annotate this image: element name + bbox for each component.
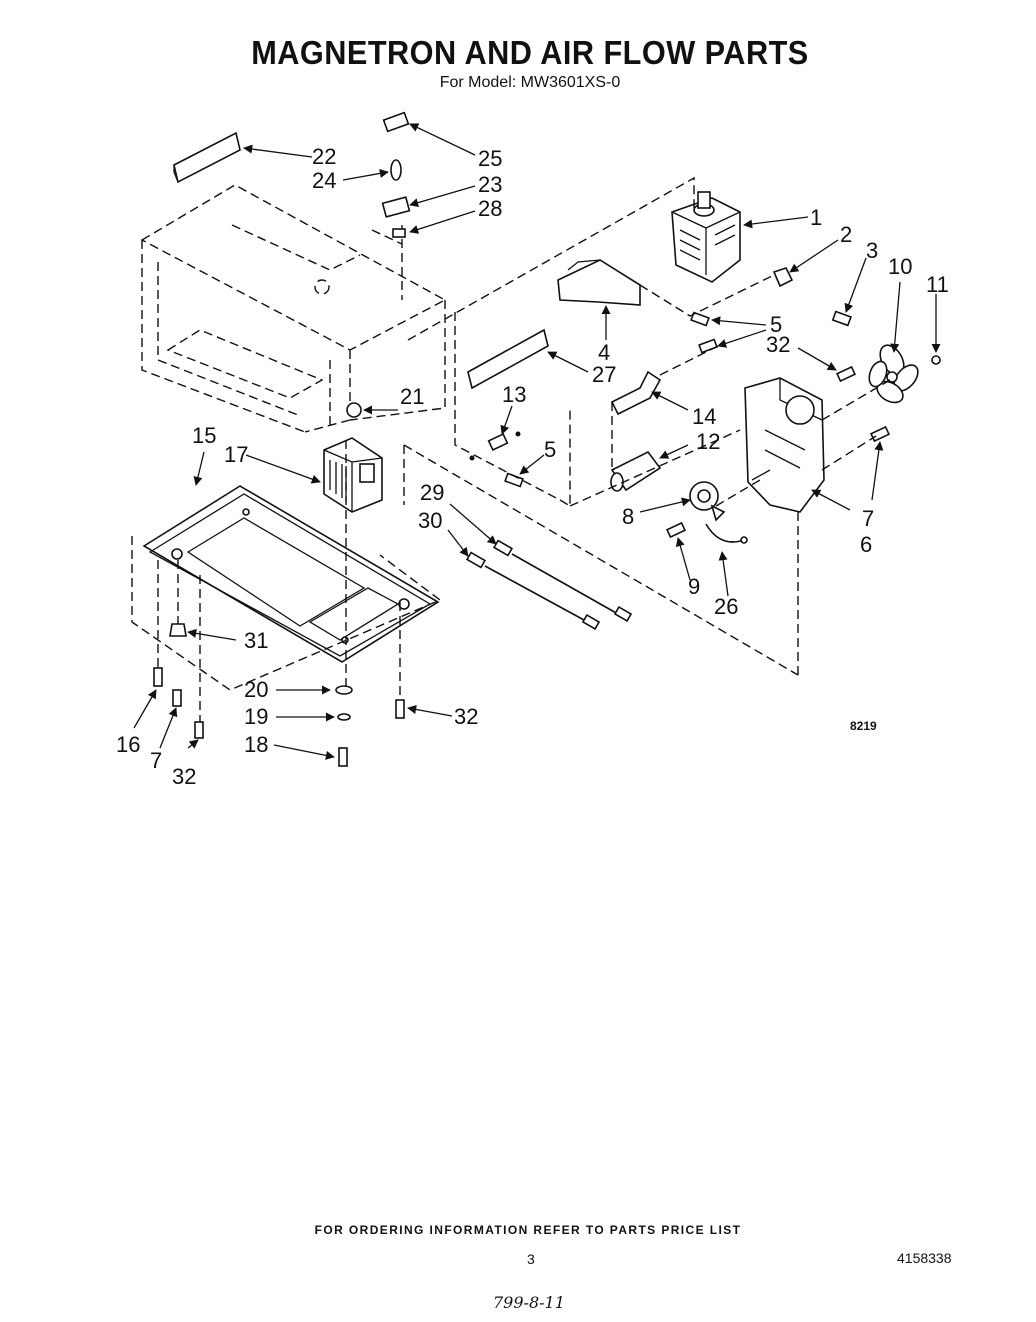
part-5-screw <box>690 311 710 327</box>
oven-cavity <box>140 184 447 433</box>
document-number: 4158338 <box>897 1250 952 1266</box>
part-13-fuse <box>469 431 521 461</box>
part-12-capacitor <box>610 450 662 492</box>
part-11-clip <box>931 355 941 365</box>
callout-10: 10 <box>888 254 912 279</box>
part-7-screw <box>172 689 182 707</box>
part-26-wire <box>705 523 745 543</box>
model-label: For Model: MW3601XS-0 <box>439 74 621 91</box>
callout-28: 28 <box>478 196 502 221</box>
part-1-magnetron <box>671 191 741 283</box>
callout-5: 5 <box>770 312 782 337</box>
callout-3: 3 <box>866 238 878 263</box>
part-16-screw <box>153 667 163 687</box>
part-9-screw <box>665 521 687 539</box>
callout-14: 14 <box>692 404 716 429</box>
callout-23: 23 <box>478 172 502 197</box>
callout-8: 8 <box>622 504 634 529</box>
part-3-screw <box>831 310 852 327</box>
part-6-fan-housing <box>744 377 825 513</box>
part-24-clip <box>390 159 402 181</box>
part-5-screw <box>698 338 718 354</box>
diagram-code: 8219 <box>850 719 877 733</box>
part-27-trim-bar <box>467 328 549 390</box>
callout-9: 9 <box>688 574 700 599</box>
part-7-screw <box>869 425 891 443</box>
callout-4: 4 <box>598 340 610 365</box>
part-20-washer <box>335 685 353 695</box>
base-enclosure-outline <box>131 536 442 691</box>
part-18-screw <box>338 747 348 767</box>
callout-5: 5 <box>544 437 556 462</box>
callout-12: 12 <box>696 429 720 454</box>
part-2-thermostat <box>772 267 794 288</box>
callout-32: 32 <box>766 332 790 357</box>
page-title: MAGNETRON AND AIR FLOW PARTS <box>251 34 809 71</box>
part-29-harness <box>492 539 633 623</box>
part-15-base-plate <box>142 485 440 663</box>
callout-7: 7 <box>862 506 874 531</box>
alignment-lines <box>157 176 891 722</box>
callout-6: 6 <box>860 532 872 557</box>
callout-19: 19 <box>244 704 268 729</box>
part-4-air-duct <box>557 259 641 306</box>
callout-20: 20 <box>244 677 268 702</box>
part-17-transformer <box>323 437 383 513</box>
part-22-trim-bar <box>173 131 241 184</box>
part-31-foot <box>169 623 187 637</box>
callout-7: 7 <box>150 748 162 773</box>
callout-17: 17 <box>224 442 248 467</box>
callout-1: 1 <box>810 205 822 230</box>
part-32-screw <box>395 699 405 719</box>
part-25-screw <box>382 111 410 133</box>
callout-32: 32 <box>172 764 196 789</box>
page-number: 3 <box>527 1251 535 1267</box>
part-14-bracket <box>610 370 662 416</box>
callout-13: 13 <box>502 382 526 407</box>
leader-arrows <box>133 123 941 760</box>
part-8-fan-motor <box>689 481 726 522</box>
part-32-screw <box>835 365 857 383</box>
part-23-switch <box>381 196 411 218</box>
callout-27: 27 <box>592 362 616 387</box>
handwritten-note: 799-8-11 <box>493 1293 565 1312</box>
part-30-harness <box>465 551 601 631</box>
callout-15: 15 <box>192 423 216 448</box>
part-19-washer <box>337 713 351 721</box>
callout-25: 25 <box>478 146 502 171</box>
callout-22: 22 <box>312 144 336 169</box>
callout-2: 2 <box>840 222 852 247</box>
callout-29: 29 <box>420 480 444 505</box>
callout-21: 21 <box>400 384 424 409</box>
part-21-nut <box>346 402 362 418</box>
callout-18: 18 <box>244 732 268 757</box>
callout-16: 16 <box>116 732 140 757</box>
part-28-tab <box>392 228 406 238</box>
callout-26: 26 <box>714 594 738 619</box>
callout-11: 11 <box>926 272 949 297</box>
callout-31: 31 <box>244 628 268 653</box>
callout-24: 24 <box>312 168 336 193</box>
callout-labels: 1 2 3 4 5 5 6 7 7 8 9 10 11 12 13 14 15 … <box>116 144 949 789</box>
part-10-fan-blade <box>868 344 919 404</box>
ordering-note: FOR ORDERING INFORMATION REFER TO PARTS … <box>314 1223 742 1237</box>
callout-30: 30 <box>418 508 442 533</box>
callout-32: 32 <box>454 704 478 729</box>
part-32-screw <box>194 721 204 739</box>
